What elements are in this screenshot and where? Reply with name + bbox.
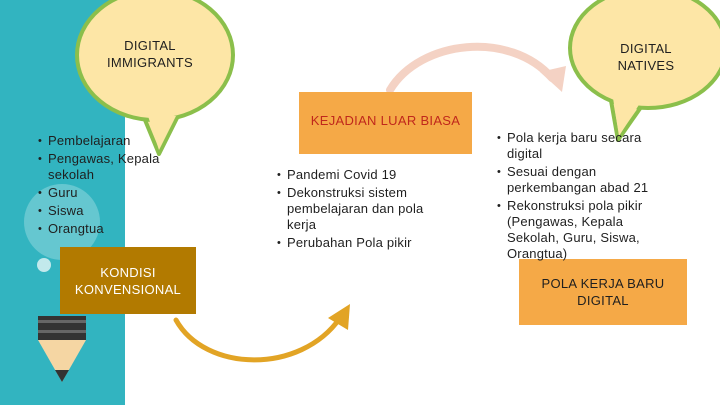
list-item: Dekonstruksi sistem pembelajaran dan pol… [277,185,447,233]
list-item: Pandemi Covid 19 [277,167,447,183]
list-right: Pola kerja baru secara digital Sesuai de… [497,130,672,264]
box-kejadian-luar-biasa: KEJADIAN LUAR BIASA [299,92,472,154]
list-item: Pola kerja baru secara digital [497,130,672,162]
speech-bubble-right [568,0,720,142]
list-left: Pembelajaran Pengawas, Kepala sekolah Gu… [38,133,178,239]
arrow-top [386,42,566,94]
list-item: Pengawas, Kepala sekolah [38,151,178,183]
bubble-digital-immigrants: DIGITAL IMMIGRANTS [106,38,194,70]
list-middle: Pandemi Covid 19 Dekonstruksi sistem pem… [277,167,447,253]
list-item: Sesuai dengan perkembangan abad 21 [497,164,672,196]
list-item: Guru [38,185,178,201]
list-item: Siswa [38,203,178,219]
arrow-bottom [173,304,350,363]
list-item: Pembelajaran [38,133,178,149]
list-item: Orangtua [38,221,178,237]
box-kondisi-konvensional: KONDISI KONVENSIONAL [60,247,196,314]
list-item: Perubahan Pola pikir [277,235,447,251]
speech-bubble-left [75,0,235,156]
bubble-digital-natives: DIGITAL NATIVES [617,41,675,73]
box-pola-kerja-baru: POLA KERJA BARU DIGITAL [519,259,687,325]
list-item: Rekonstruksi pola pikir (Pengawas, Kepal… [497,198,672,262]
